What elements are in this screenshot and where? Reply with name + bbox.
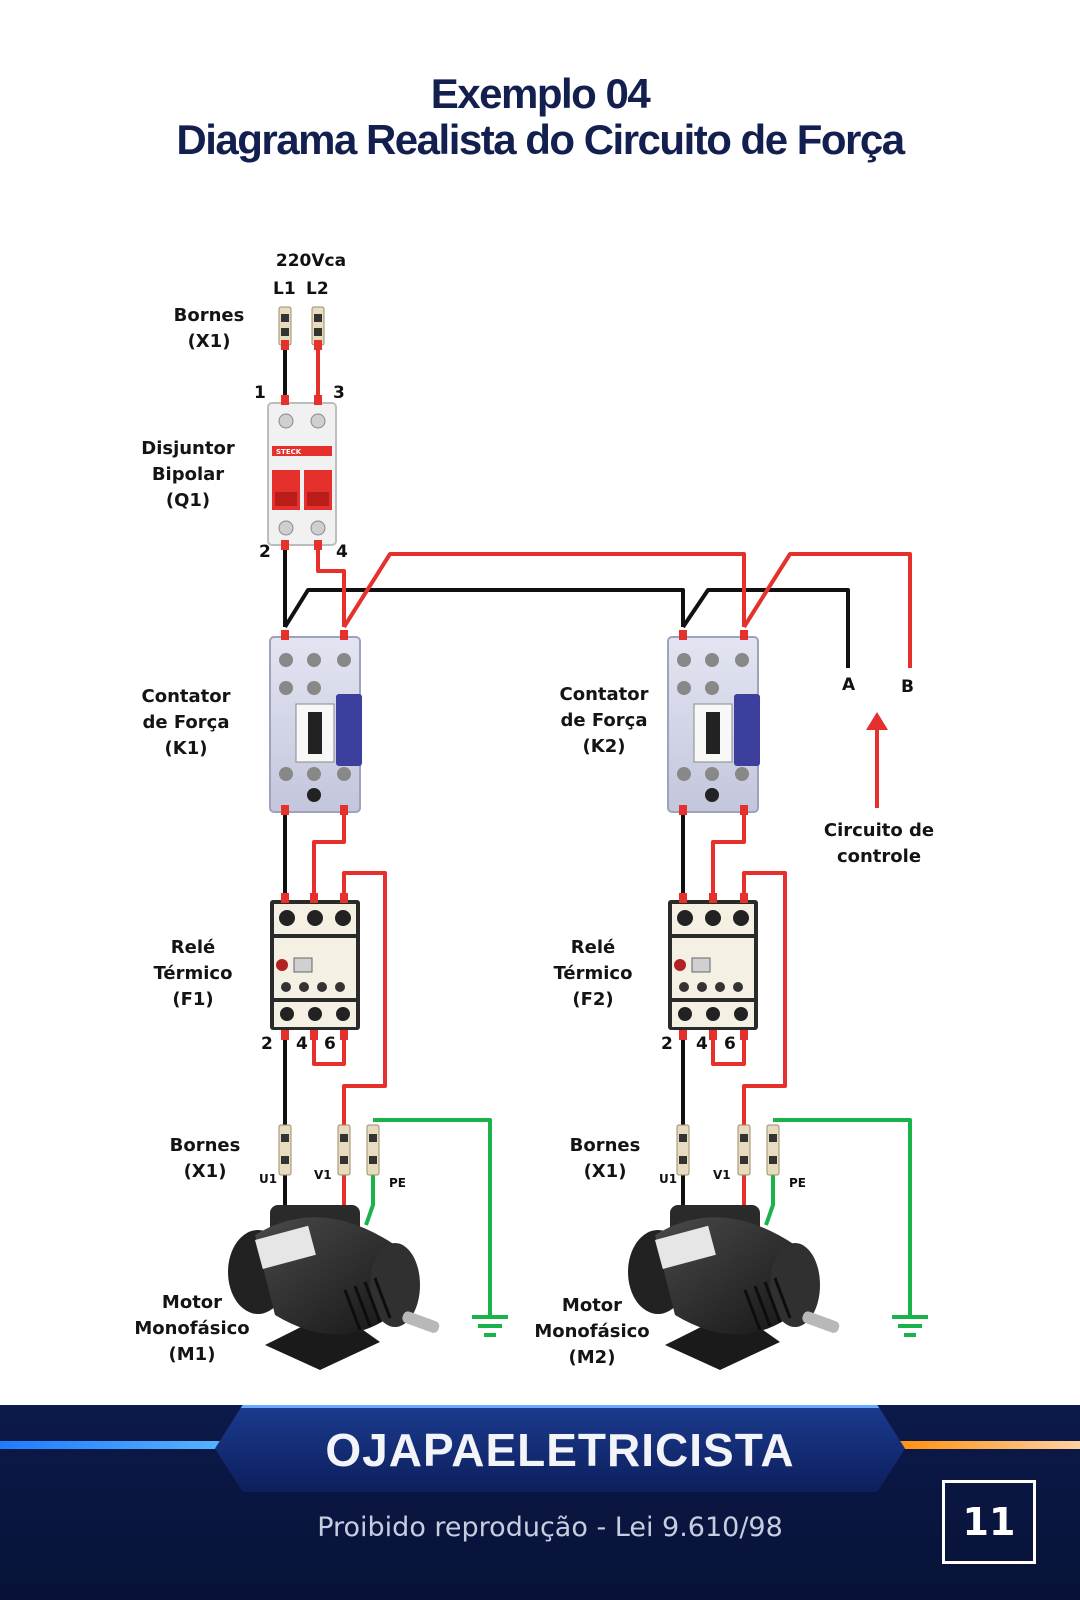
page-title-line1: Exemplo 04 bbox=[430, 70, 651, 117]
copyright-notice: Proibido reprodução - Lei 9.610/98 bbox=[317, 1512, 783, 1543]
footer-stripe-right bbox=[880, 1441, 1080, 1449]
footer-stripe-left bbox=[0, 1441, 240, 1449]
control-terminal-a: A bbox=[842, 675, 856, 695]
supply-l1: L1 bbox=[273, 279, 296, 299]
terminal-m2-pe: PE bbox=[789, 1176, 806, 1190]
wire-k2-f2-2 bbox=[711, 805, 746, 895]
terminal-f1-6: 6 bbox=[324, 1034, 336, 1054]
terminal-m2-u1: U1 bbox=[659, 1172, 678, 1186]
supply-l2: L2 bbox=[306, 279, 329, 299]
terminal-f2-4: 4 bbox=[696, 1034, 708, 1054]
breaker-q1: STECK bbox=[267, 395, 337, 550]
wire-black-k2 bbox=[681, 588, 850, 668]
motor-m2-icon bbox=[628, 1205, 840, 1370]
label-bornes-m1: Bornes(X1) bbox=[169, 1135, 241, 1182]
power-circuit-diagram: STECK bbox=[228, 306, 928, 1370]
wire-red-k2 bbox=[742, 552, 912, 668]
label-bornes-top: Bornes(X1) bbox=[173, 305, 245, 352]
contactor-k1 bbox=[269, 630, 362, 815]
terminal-f2-2: 2 bbox=[661, 1034, 673, 1054]
wire-f2-jumper bbox=[711, 1035, 746, 1066]
wires bbox=[283, 345, 912, 1315]
terminal-f2-6: 6 bbox=[724, 1034, 736, 1054]
wire-pe-ground-m2 bbox=[773, 1118, 912, 1315]
control-terminal-b: B bbox=[901, 677, 914, 697]
terminal-q1-4: 4 bbox=[336, 542, 348, 562]
terminal-m1-u1: U1 bbox=[259, 1172, 278, 1186]
wire-black-bus bbox=[283, 588, 685, 629]
brand-banner: OJAPAELETRICISTA bbox=[215, 1405, 905, 1492]
terminal-block-m2 bbox=[676, 1124, 780, 1176]
thermal-relay-f1 bbox=[270, 893, 360, 1040]
breaker-brand: STECK bbox=[276, 448, 302, 456]
ground-icon bbox=[472, 1315, 508, 1337]
terminal-f1-2: 2 bbox=[261, 1034, 273, 1054]
arrow-up-icon bbox=[866, 712, 888, 808]
wire-f1-jumper bbox=[312, 1035, 346, 1066]
page-title-line2: Diagrama Realista do Circuito de Força bbox=[176, 116, 905, 163]
wire-k2-f2-3 bbox=[742, 871, 787, 1125]
terminal-m2-v1: V1 bbox=[713, 1168, 731, 1182]
terminal-f1-4: 4 bbox=[296, 1034, 308, 1054]
terminal-m1-pe: PE bbox=[389, 1176, 406, 1190]
terminal-q1-1: 1 bbox=[254, 383, 266, 403]
terminal-q1-3: 3 bbox=[333, 383, 345, 403]
motor-m1-icon bbox=[228, 1205, 440, 1370]
page-number: 11 bbox=[942, 1480, 1036, 1564]
label-bornes-m2: Bornes(X1) bbox=[569, 1135, 641, 1182]
wire-k1-f1-3 bbox=[342, 871, 387, 1125]
terminal-m1-v1: V1 bbox=[314, 1168, 332, 1182]
terminal-block-top bbox=[278, 306, 325, 350]
wire-red-bus bbox=[342, 552, 746, 629]
supply-voltage: 220Vca bbox=[275, 251, 347, 271]
thermal-relay-f2 bbox=[668, 893, 758, 1040]
ground-icon bbox=[892, 1315, 928, 1337]
footer: OJAPAELETRICISTA Proibido reprodução - L… bbox=[0, 1405, 1080, 1600]
contactor-k2 bbox=[667, 630, 760, 815]
wire-k1-f1-2 bbox=[312, 805, 346, 895]
wire-q1-4-k1 bbox=[316, 545, 346, 627]
brand-logo: OJAPAELETRICISTA bbox=[325, 1424, 795, 1476]
terminal-q1-2: 2 bbox=[259, 542, 271, 562]
wire-pe-ground-m1 bbox=[373, 1118, 492, 1315]
terminal-block-m1 bbox=[278, 1124, 380, 1176]
